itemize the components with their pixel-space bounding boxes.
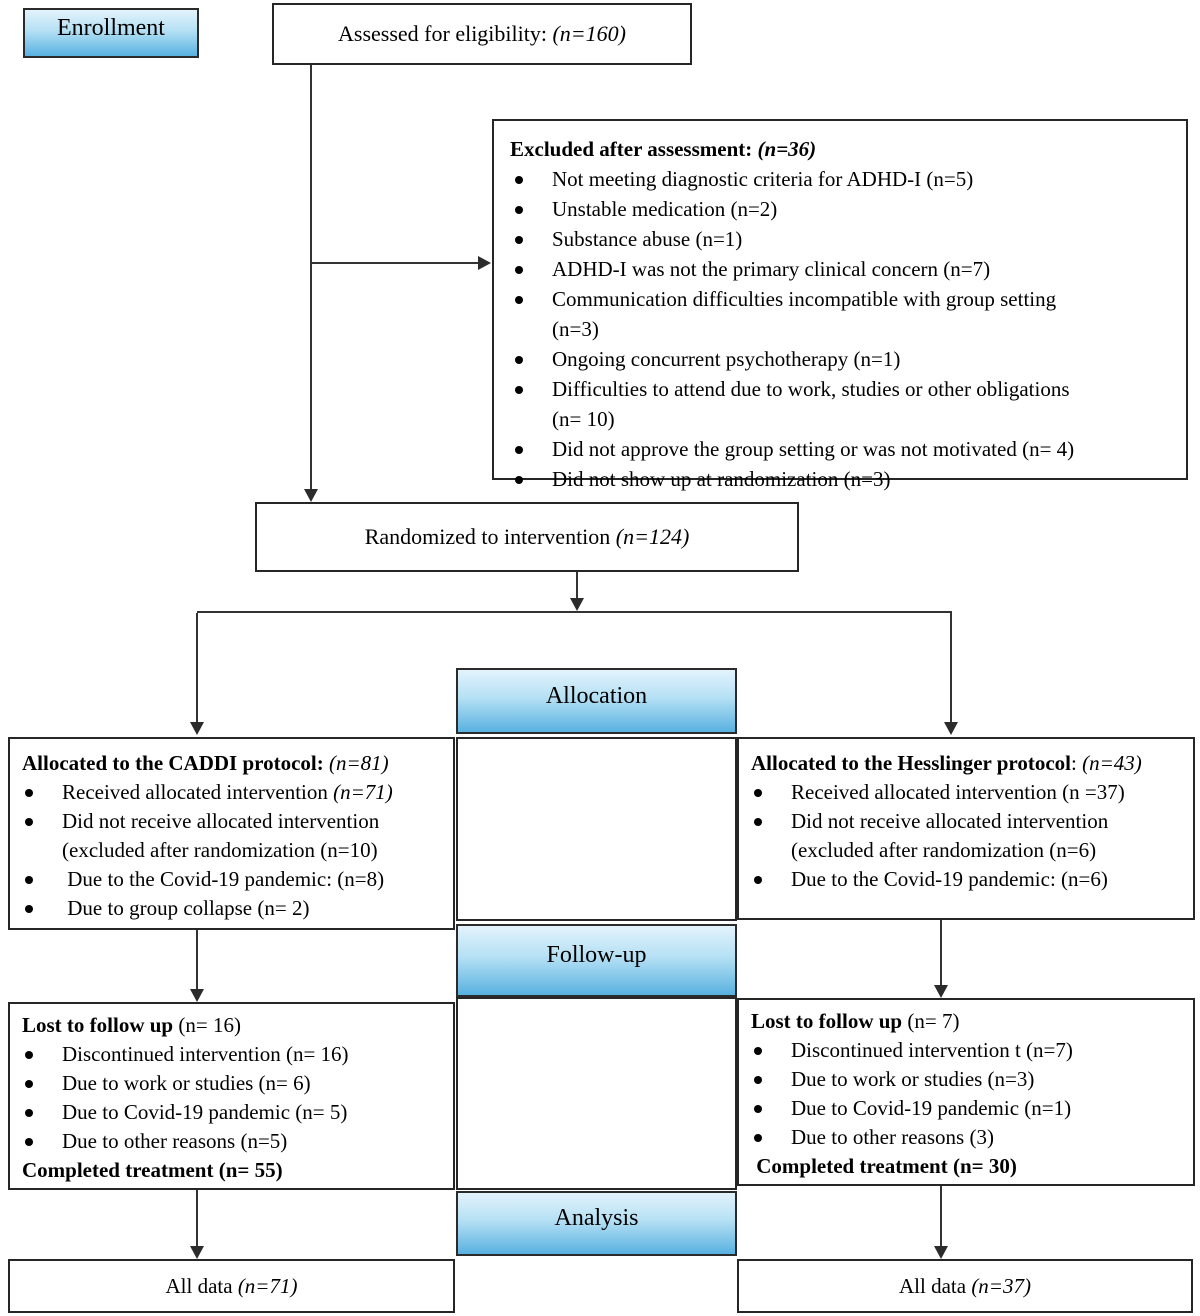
bullet-dot bbox=[25, 876, 33, 884]
bullet-dot bbox=[25, 1080, 33, 1088]
box-allocated-caddi: Allocated to the CADDI protocol: (n=81) … bbox=[8, 737, 455, 930]
bullet-dot bbox=[515, 206, 523, 214]
completed-treatment-hesslinger: Completed treatment (n= 30) bbox=[751, 1154, 1017, 1178]
lost-left-item: Due to Covid-19 pandemic (n= 5) bbox=[10, 1098, 453, 1127]
alldata-left-text: All data (n=71) bbox=[165, 1273, 298, 1298]
arrowhead-into-caddi bbox=[190, 722, 204, 735]
excluded-item: Communication difficulties incompatible … bbox=[494, 284, 1186, 344]
bullet-dot bbox=[25, 818, 33, 826]
lost-left-title: Lost to follow up (n= 16) bbox=[22, 1013, 241, 1037]
lost-right-item: Discontinued intervention t (n=7) bbox=[739, 1036, 1193, 1065]
box-alldata-hesslinger: All data (n=37) bbox=[737, 1259, 1193, 1313]
arrowhead-into-lost-right bbox=[934, 985, 948, 998]
arrowhead-into-hesslinger bbox=[944, 722, 958, 735]
assessed-text: Assessed for eligibility: (n=160) bbox=[338, 21, 626, 46]
arrowhead-into-alldata-left bbox=[190, 1246, 204, 1259]
caddi-item: Due to group collapse (n= 2) bbox=[10, 894, 453, 923]
stage-analysis: Analysis bbox=[456, 1191, 737, 1256]
bullet-dot bbox=[754, 789, 762, 797]
stage-allocation-label: Allocation bbox=[545, 682, 648, 709]
stage-followup-label: Follow-up bbox=[546, 942, 647, 968]
bullet-dot bbox=[515, 296, 523, 304]
caddi-item: Received allocated intervention (n=71) bbox=[10, 778, 453, 807]
box-lost-followup-caddi: Lost to follow up (n= 16) Discontinued i… bbox=[8, 1002, 455, 1190]
bullet-dot bbox=[515, 176, 523, 184]
arrowhead-into-split bbox=[570, 598, 584, 611]
excluded-item: Did not show up at randomization (n=3) bbox=[494, 464, 1186, 494]
line-to-excluded bbox=[310, 262, 478, 264]
stage-analysis-label: Analysis bbox=[554, 1205, 639, 1231]
completed-treatment-caddi: Completed treatment (n= 55) bbox=[22, 1158, 283, 1182]
bullet-dot bbox=[25, 789, 33, 797]
bullet-dot bbox=[25, 1138, 33, 1146]
bullet-dot bbox=[25, 1051, 33, 1059]
split-line bbox=[197, 611, 952, 613]
excluded-item: Unstable medication (n=2) bbox=[494, 194, 1186, 224]
hesslinger-title: Allocated to the Hesslinger protocol: (n… bbox=[751, 751, 1142, 775]
bullet-dot bbox=[754, 1105, 762, 1113]
line-lost-to-alldata-left bbox=[196, 1190, 198, 1246]
alldata-right-text: All data (n=37) bbox=[899, 1273, 1031, 1298]
line-assessed-to-randomized bbox=[310, 65, 312, 489]
caddi-item: Due to the Covid-19 pandemic: (n=8) bbox=[10, 865, 453, 894]
bullet-dot bbox=[515, 266, 523, 274]
lost-right-title: Lost to follow up (n= 7) bbox=[751, 1009, 960, 1033]
hesslinger-item: Received allocated intervention (n =37) bbox=[739, 778, 1193, 807]
bullet-dot bbox=[754, 1047, 762, 1055]
box-excluded-after-assessment: Excluded after assessment: (n=36) Not me… bbox=[492, 119, 1188, 491]
arrowhead-into-excluded bbox=[478, 256, 491, 270]
bullet-dot bbox=[754, 876, 762, 884]
box-randomized: Randomized to intervention (n=124) bbox=[255, 502, 799, 572]
lost-right-item: Due to work or studies (n=3) bbox=[739, 1065, 1193, 1094]
lost-left-item: Due to work or studies (n= 6) bbox=[10, 1069, 453, 1098]
randomized-text: Randomized to intervention (n=124) bbox=[364, 524, 690, 549]
hesslinger-item: Due to the Covid-19 pandemic: (n=6) bbox=[739, 865, 1193, 894]
excluded-item: Did not approve the group setting or was… bbox=[494, 434, 1186, 464]
box-lost-followup-hesslinger: Lost to follow up (n= 7) Discontinued in… bbox=[737, 998, 1195, 1186]
caddi-item: Did not receive allocated intervention (… bbox=[10, 807, 453, 865]
bullet-dot bbox=[515, 386, 523, 394]
excluded-item: Substance abuse (n=1) bbox=[494, 224, 1186, 254]
bullet-dot bbox=[754, 818, 762, 826]
arrowhead-into-lost-left bbox=[190, 989, 204, 1002]
bullet-dot bbox=[25, 1109, 33, 1117]
line-split-to-hesslinger bbox=[950, 613, 952, 722]
excluded-item: ADHD-I was not the primary clinical conc… bbox=[494, 254, 1186, 284]
line-hesslinger-to-lost bbox=[940, 920, 942, 985]
box-alldata-caddi: All data (n=71) bbox=[8, 1259, 455, 1313]
middle-spacer-followup-row bbox=[456, 997, 737, 1190]
line-randomized-to-split bbox=[576, 572, 578, 599]
bullet-dot bbox=[25, 905, 33, 913]
line-split-to-caddi bbox=[196, 613, 198, 722]
bullet-dot bbox=[754, 1076, 762, 1084]
excluded-item: Ongoing concurrent psychotherapy (n=1) bbox=[494, 344, 1186, 374]
bullet-dot bbox=[515, 446, 523, 454]
caddi-title: Allocated to the CADDI protocol: (n=81) bbox=[22, 751, 389, 775]
excluded-title: Excluded after assessment: (n=36) bbox=[510, 137, 817, 161]
lost-right-item: Due to Covid-19 pandemic (n=1) bbox=[739, 1094, 1193, 1123]
box-assessed-for-eligibility: Assessed for eligibility: (n=160) bbox=[272, 3, 692, 65]
bullet-dot bbox=[515, 236, 523, 244]
hesslinger-item: Did not receive allocated intervention (… bbox=[739, 807, 1193, 865]
arrowhead-into-alldata-right bbox=[934, 1246, 948, 1259]
excluded-item: Difficulties to attend due to work, stud… bbox=[494, 374, 1186, 434]
excluded-item: Not meeting diagnostic criteria for ADHD… bbox=[494, 164, 1186, 194]
bullet-dot bbox=[754, 1134, 762, 1142]
stage-enrollment: Enrollment bbox=[23, 8, 199, 58]
stage-enrollment-label: Enrollment bbox=[57, 14, 165, 41]
line-lost-to-alldata-right bbox=[940, 1186, 942, 1246]
bullet-dot bbox=[515, 356, 523, 364]
arrowhead-into-randomized bbox=[304, 489, 318, 502]
stage-followup: Follow-up bbox=[456, 924, 737, 997]
middle-spacer-allocation-row bbox=[456, 737, 737, 921]
stage-allocation: Allocation bbox=[456, 668, 737, 734]
lost-right-item: Due to other reasons (3) bbox=[739, 1123, 1193, 1152]
lost-left-item: Discontinued intervention (n= 16) bbox=[10, 1040, 453, 1069]
lost-left-item: Due to other reasons (n=5) bbox=[10, 1127, 453, 1156]
bullet-dot bbox=[515, 476, 523, 484]
box-allocated-hesslinger: Allocated to the Hesslinger protocol: (n… bbox=[737, 737, 1195, 920]
line-caddi-to-lost bbox=[196, 930, 198, 989]
